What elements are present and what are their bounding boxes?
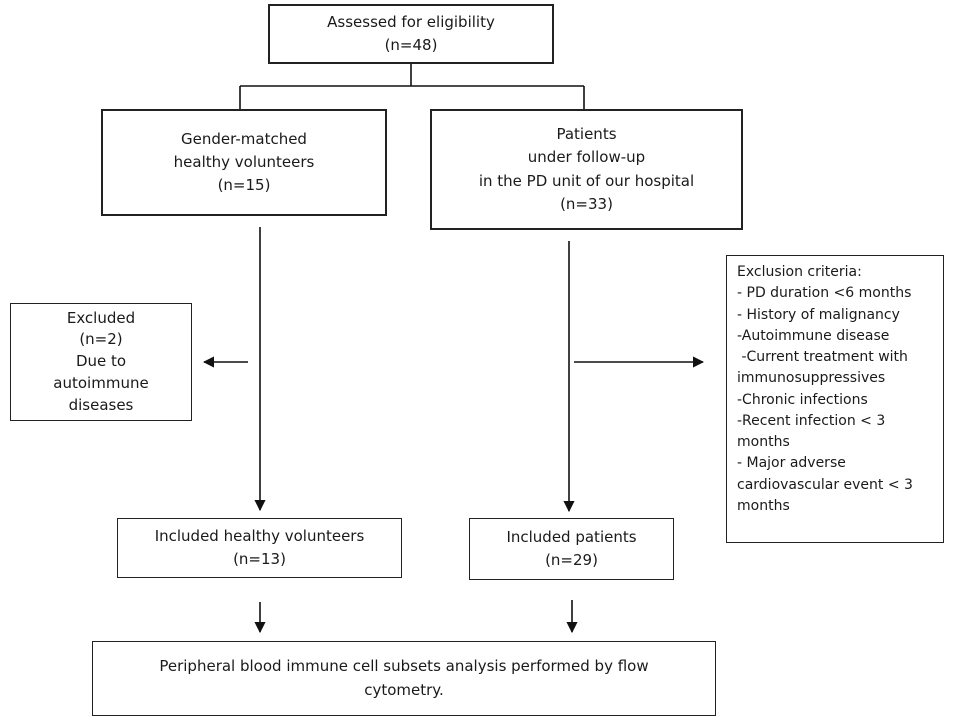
patients-line-3: in the PD unit of our hospital xyxy=(478,171,695,190)
volunteers-count: (n=15) xyxy=(217,176,271,195)
exclusion-criterion: -Chronic infections xyxy=(737,391,868,408)
exclusion-criterion: - History of malignancy xyxy=(737,306,900,323)
included-volunteers-box: Included healthy volunteers (n=13) xyxy=(117,518,402,578)
exclusion-criterion: cardiovascular event < 3 xyxy=(737,476,913,493)
assessed-count: (n=48) xyxy=(384,36,438,54)
included-volunteers-count: (n=13) xyxy=(233,550,286,568)
excluded-box: Excluded (n=2) Due to autoimmune disease… xyxy=(10,303,192,421)
excluded-line-3: Due to xyxy=(75,352,127,371)
patients-line-2: under follow-up xyxy=(527,148,646,167)
patients-count: (n=33) xyxy=(560,194,613,213)
exclusion-criterion: - PD duration <6 months xyxy=(737,285,912,302)
exclusion-criterion: months xyxy=(737,497,790,514)
volunteers-box: Gender-matched healthy volunteers (n=15) xyxy=(101,109,387,216)
patients-line-1: Patients xyxy=(556,125,617,143)
included-volunteers-label: Included healthy volunteers xyxy=(154,526,365,545)
analysis-line-1: Peripheral blood immune cell subsets ana… xyxy=(159,657,649,676)
included-patients-label: Included patients xyxy=(506,527,637,546)
exclusion-criterion: - Major adverse xyxy=(737,455,846,472)
excluded-line-4: autoimmune xyxy=(53,373,149,392)
assessed-box: Assessed for eligibility (n=48) xyxy=(268,4,554,64)
excluded-count: (n=2) xyxy=(79,330,123,349)
exclusion-criterion: immunosuppressives xyxy=(737,370,886,387)
exclusion-criterion: -Recent infection < 3 xyxy=(737,412,886,429)
patients-box: Patients under follow-up in the PD unit … xyxy=(430,109,743,230)
exclusion-criteria-heading: Exclusion criteria: xyxy=(737,264,862,280)
analysis-box: Peripheral blood immune cell subsets ana… xyxy=(92,641,716,716)
included-patients-box: Included patients (n=29) xyxy=(469,518,674,580)
exclusion-criterion: months xyxy=(737,434,790,451)
exclusion-criterion: -Current treatment with xyxy=(737,349,908,366)
assessed-label: Assessed for eligibility xyxy=(327,12,495,31)
included-patients-count: (n=29) xyxy=(545,551,598,569)
exclusion-criterion: -Autoimmune disease xyxy=(737,327,890,344)
excluded-line-5: diseases xyxy=(68,395,134,414)
exclusion-criteria-box: Exclusion criteria: - PD duration <6 mon… xyxy=(726,255,944,543)
excluded-line-1: Excluded xyxy=(66,308,136,327)
volunteers-line-2: healthy volunteers xyxy=(173,152,315,171)
volunteers-line-1: Gender-matched xyxy=(181,129,307,148)
analysis-line-2: cytometry. xyxy=(364,680,444,699)
